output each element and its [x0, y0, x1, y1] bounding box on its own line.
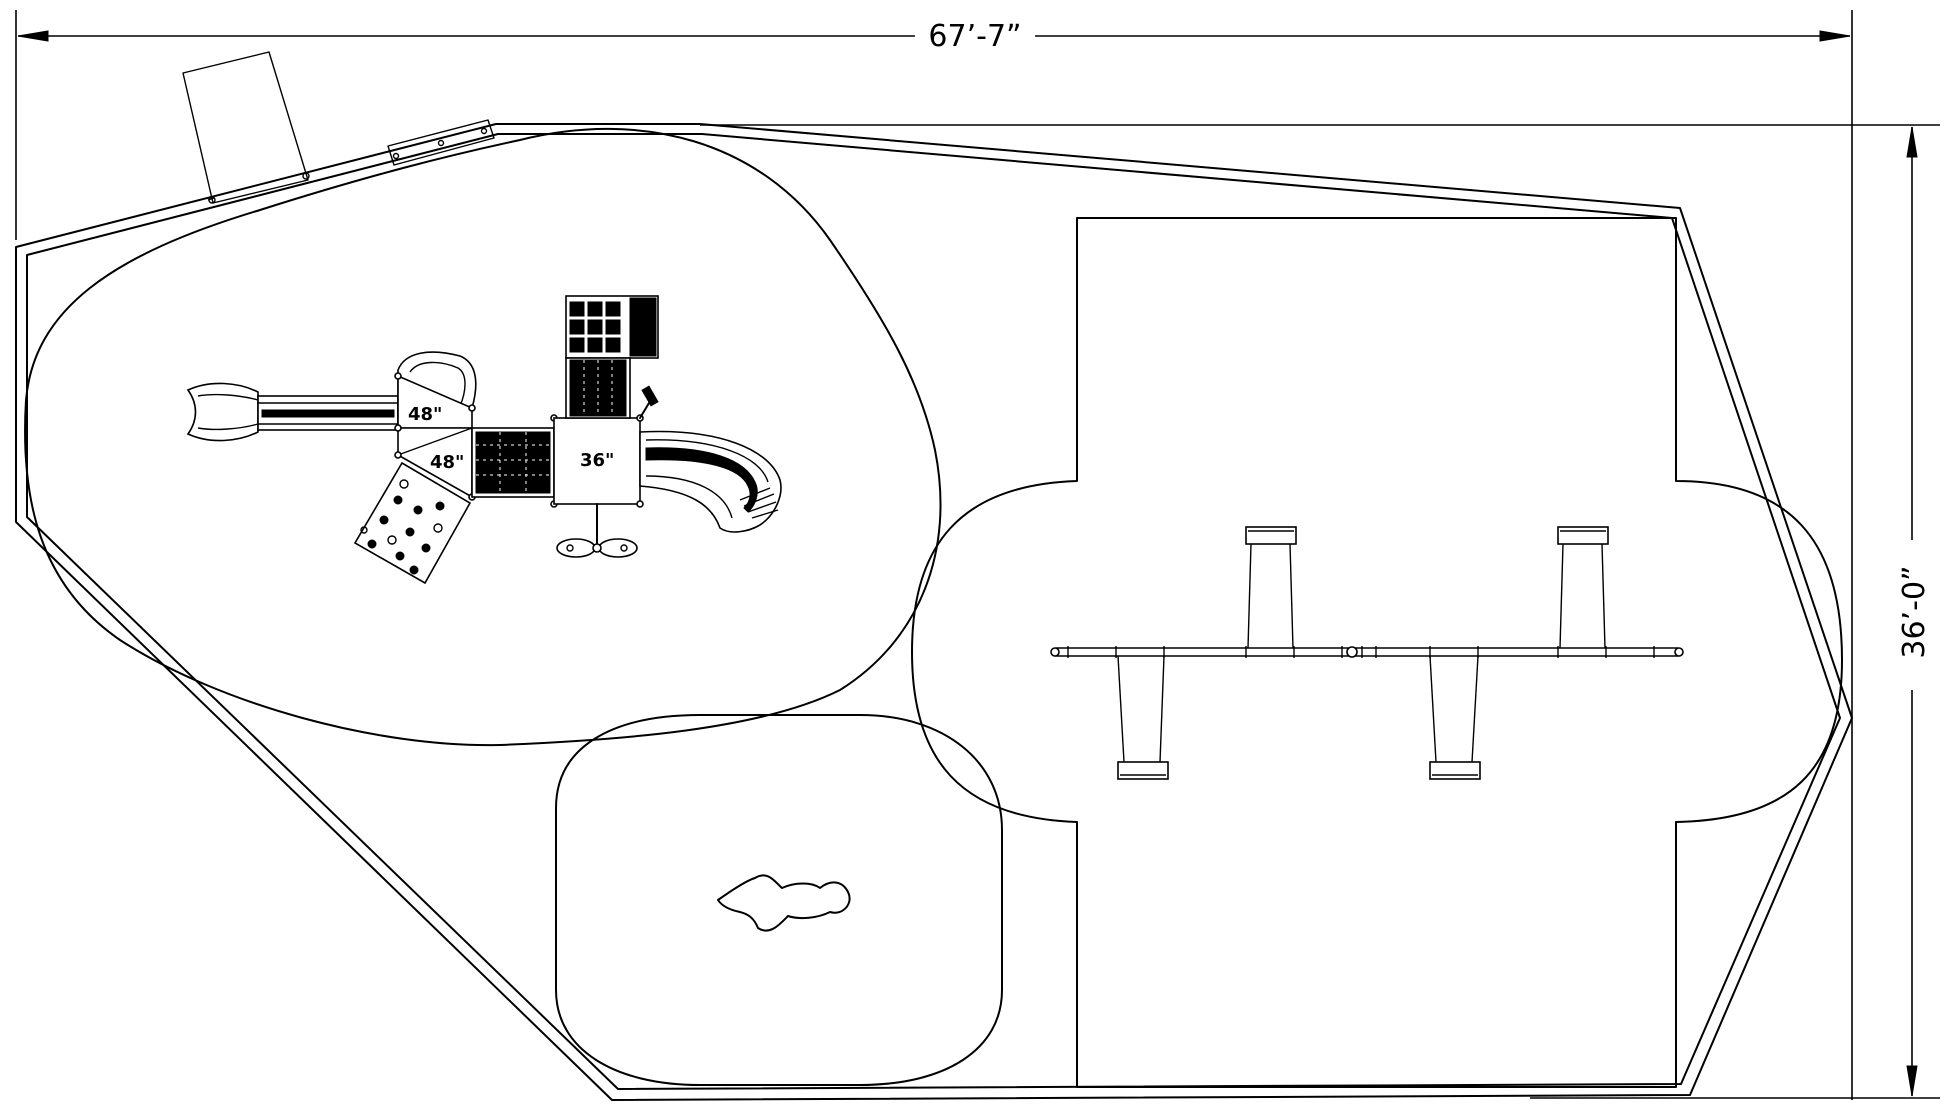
swing-seat-4 — [1429, 655, 1481, 780]
spinner-panel — [556, 503, 638, 558]
swing-seat-1 — [1245, 526, 1297, 649]
swing-use-zone — [911, 217, 1843, 1088]
center-deck-height-label: 36" — [580, 450, 614, 471]
depth-dimension: 36’-0” — [700, 124, 1940, 1099]
bridge — [471, 414, 558, 508]
upper-deck-height-label: 48" — [408, 404, 442, 425]
upper-48-deck: 48" — [394, 351, 477, 429]
steering-wheel — [639, 385, 659, 419]
entry-bench — [182, 51, 495, 204]
fish-spring-rider — [717, 874, 851, 932]
center-36-deck: 36" — [553, 414, 644, 508]
curved-slide — [639, 430, 782, 533]
lower-deck-height-label: 48" — [430, 452, 464, 473]
depth-dimension-label: 36’-0” — [1897, 565, 1932, 658]
climber-ramp — [565, 357, 631, 419]
tic-tac-toe-panel — [565, 295, 659, 359]
width-dimension: 67’-7” — [15, 10, 1853, 1100]
play-structure-use-zone — [24, 127, 942, 747]
spring-rider-use-zone — [555, 714, 1003, 1086]
swing-seat-2 — [1557, 526, 1609, 649]
site-border — [15, 123, 1853, 1101]
straight-slide — [186, 382, 399, 442]
width-dimension-label: 67’-7” — [928, 19, 1021, 54]
swing-seat-3 — [1117, 655, 1169, 780]
swing-set — [1050, 526, 1684, 780]
play-structure: 48" 48" — [186, 295, 782, 585]
rock-climbing-wall — [353, 461, 472, 585]
lower-48-deck: 48" — [394, 424, 476, 501]
